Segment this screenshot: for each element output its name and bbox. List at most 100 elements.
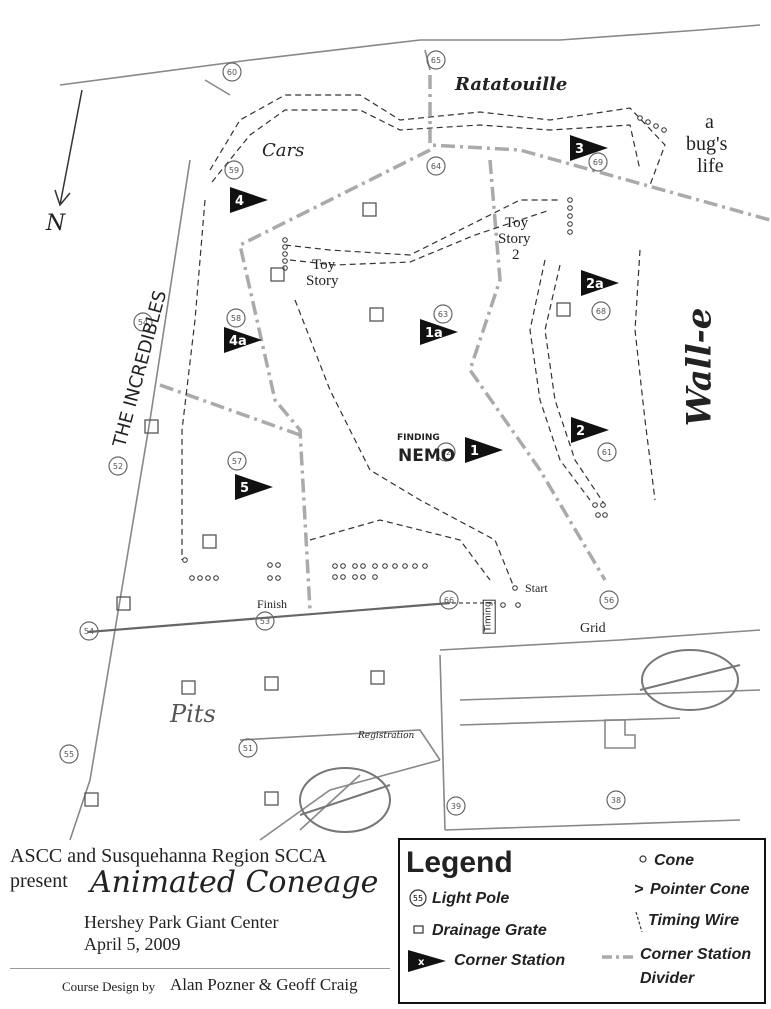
roundabout-right [641, 649, 739, 711]
light-pole [439, 590, 459, 610]
light-pole-number: 64 [431, 162, 441, 171]
legend-pointer: Pointer Cone [650, 881, 750, 898]
corner-station-number: 2a [586, 277, 604, 292]
light-pole [59, 744, 79, 764]
corner-station-1: 1 [465, 437, 503, 463]
light-pole [599, 590, 619, 610]
cone-icon [639, 855, 647, 863]
legend-cone: Cone [654, 852, 694, 869]
corner-station-flag [465, 437, 503, 463]
timing-wire-icon [635, 911, 643, 933]
lot-edge-left-inner [204, 79, 231, 96]
light-pole [238, 738, 258, 758]
corner-station-flag [230, 187, 268, 213]
corner-station-number: 1a [425, 326, 443, 341]
area-ratatouille: Ratatouille [455, 74, 568, 95]
corner-station-flag [235, 474, 273, 500]
light-pole-number: 55 [64, 750, 74, 759]
light-pole-number: 61 [602, 448, 612, 457]
light-pole-number: 60 [227, 68, 237, 77]
area-toy-story2-2: Story [498, 231, 531, 247]
light-pole-number: 57 [232, 457, 242, 466]
area-toy-story-1: Toy [312, 257, 336, 273]
corner-station-number: 4a [229, 334, 247, 349]
light-pole [222, 62, 242, 82]
course-wall [634, 249, 656, 501]
corner-station-number: 3 [575, 142, 584, 157]
roundabout-left [299, 767, 391, 833]
north-label: N [46, 211, 66, 236]
label-pits: Pits [170, 700, 216, 728]
light-pole [227, 451, 247, 471]
course-right [529, 259, 591, 501]
course-outer-2 [211, 109, 641, 183]
title-date: April 5, 2009 [84, 934, 181, 954]
label-timing: Timing [482, 599, 496, 634]
light-pole-number: 53 [260, 617, 270, 626]
corner-station-3: 3 [570, 135, 608, 161]
divider-center [237, 148, 431, 611]
divider-icon [602, 955, 634, 959]
divider-top [428, 75, 771, 222]
corner-station-flag [224, 327, 262, 353]
road-inner-1 [459, 689, 761, 701]
light-pole-number: 56 [604, 596, 614, 605]
area-toy-story2-3: 2 [512, 247, 520, 263]
divider-mid [468, 159, 607, 581]
title-org: ASCC and Susquehanna Region SCCA [10, 845, 327, 867]
light-pole-number: 59 [229, 166, 239, 175]
corner-station-number: 4 [235, 194, 244, 209]
area-toy-story-2: Story [306, 273, 339, 289]
legend-corner: Corner Station [454, 952, 566, 969]
corner-station-number: 5 [240, 481, 249, 496]
light-pole [226, 308, 246, 328]
course-inner [294, 299, 516, 591]
legend-divider-1: Corner Station [640, 946, 752, 963]
course-outer [209, 94, 666, 186]
light-pole [108, 456, 128, 476]
light-pole-number: 69 [593, 158, 603, 167]
label-finish: Finish [257, 597, 288, 611]
area-finding: FINDING [397, 433, 440, 443]
corner-station-icon: x [408, 950, 446, 972]
area-bugs-life-3: life [697, 155, 724, 177]
road-edge-upper [439, 629, 761, 651]
corner-station-5: 5 [235, 474, 273, 500]
light-pole [433, 304, 453, 324]
legend-title: Legend [406, 846, 513, 879]
legend: Legend 55 Light Pole Drainage Grate x Co… [398, 838, 766, 1004]
light-pole-number: 63 [438, 310, 448, 319]
light-pole [436, 442, 456, 462]
light-pole-number: 68 [596, 307, 606, 316]
area-toy-story2-1: Toy [505, 215, 529, 231]
finish-timing-line [87, 601, 451, 634]
area-bugs-life-1: a [705, 111, 714, 133]
light-pole-number: 54 [138, 318, 148, 327]
light-pole-number: 39 [451, 802, 461, 811]
title-venue: Hershey Park Giant Center [84, 912, 279, 932]
title-present: present [10, 870, 68, 892]
area-bugs-life-2: bug's [686, 133, 728, 155]
lot-edge-top [59, 24, 761, 86]
legend-timing-wire: Timing Wire [648, 912, 740, 929]
light-pole [426, 156, 446, 176]
light-pole-number: 58 [231, 314, 241, 323]
light-pole [255, 611, 275, 631]
light-pole [224, 160, 244, 180]
title-event: Animated Coneage [90, 865, 379, 900]
course-right-2 [544, 264, 606, 506]
building-outline [604, 719, 636, 749]
corner-station-flag [581, 270, 619, 296]
north-arrow [54, 89, 83, 207]
light-pole [426, 50, 446, 70]
legend-light-pole-icon: 55 [409, 889, 427, 907]
road-bottom [444, 819, 741, 831]
light-pole-number: 38 [611, 796, 621, 805]
pit-road-2 [259, 759, 441, 841]
area-wall-e: Wall-e [679, 307, 720, 427]
lot-edge-left [69, 159, 191, 841]
course-toy [284, 199, 560, 256]
light-pole [597, 442, 617, 462]
area-cars: Cars [262, 140, 305, 161]
